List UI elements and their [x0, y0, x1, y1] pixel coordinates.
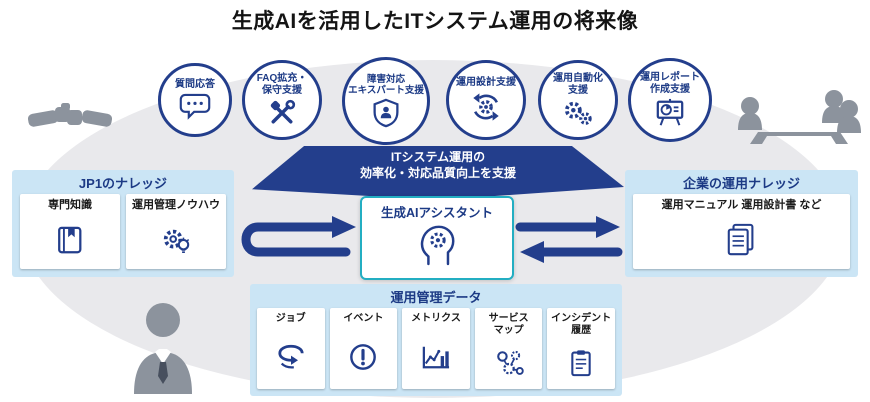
- company-knowledge-title: 企業の運用ナレッジ: [682, 176, 800, 191]
- exclamation-icon: [349, 325, 377, 390]
- card-label: サービス: [488, 313, 529, 324]
- person-icon: [130, 298, 196, 394]
- ai-assistant-label: 生成AIアシスタント: [380, 206, 493, 220]
- documents-icon: [723, 212, 761, 269]
- jp1-knowledge-panel: JP1のナレッジ 専門知識 運用管理ノウハウ: [12, 170, 234, 277]
- capability-question-answering: 質問応答: [158, 63, 232, 137]
- card-label: イベント: [343, 313, 384, 324]
- capability-label: エキスパート支援: [348, 85, 424, 96]
- jp1-knowledge-title: JP1のナレッジ: [78, 176, 168, 191]
- capability-label: 運用自動化: [553, 73, 603, 85]
- metrics-chart-icon: [420, 325, 452, 390]
- capability-design-support: 運用設計支援: [446, 60, 526, 140]
- capability-incident-expert: 障害対応 エキスパート支援: [342, 57, 430, 145]
- shield-person-icon: [372, 98, 400, 128]
- capability-label: 保守支援: [262, 85, 302, 96]
- operation-data-title: 運用管理データ: [390, 290, 482, 305]
- capability-label: 運用設計支援: [456, 77, 516, 89]
- operation-data-panel: 運用管理データ ジョブ イベント: [250, 284, 622, 396]
- card-label: 履歴: [571, 324, 592, 336]
- meeting-people-icon: [736, 86, 862, 156]
- crossed-tools-icon: [268, 99, 296, 127]
- gear-bulb-icon: [160, 212, 192, 269]
- speech-bubble-icon: [179, 92, 211, 121]
- capability-label: 質問応答: [175, 78, 215, 90]
- capability-label: 障害対応: [366, 73, 405, 85]
- capability-report-support: 運用レポート 作成支援: [628, 58, 712, 142]
- head-gear-icon: [416, 222, 458, 266]
- company-knowledge-panel: 企業の運用ナレッジ 運用マニュアル 運用設計書 など: [625, 170, 858, 277]
- card-label: メトリクス: [411, 313, 461, 324]
- capability-label: 支援: [568, 85, 588, 96]
- capability-label: 作成支援: [650, 84, 690, 95]
- card-label: 専門知識: [48, 199, 92, 211]
- ai-assistant-box: 生成AIアシスタント: [360, 196, 514, 280]
- card-metrics: メトリクス: [402, 308, 470, 389]
- handshake-icon: [27, 92, 113, 144]
- card-job: ジョブ: [257, 308, 325, 389]
- card-label: ジョブ: [275, 313, 306, 324]
- card-incident-history: インシデント 履歴: [547, 308, 615, 389]
- card-expert-knowledge: 専門知識: [20, 194, 120, 269]
- card-label: 運用管理ノウハウ: [132, 199, 220, 211]
- card-manuals: 運用マニュアル 運用設計書 など: [633, 194, 850, 269]
- card-label: インシデント: [551, 313, 612, 324]
- card-label: マップ: [493, 324, 524, 336]
- page-title: 生成AIを活用したITシステム運用の将来像: [231, 10, 639, 33]
- incident-clipboard-icon: [568, 336, 594, 389]
- capability-faq-support: FAQ拡充・ 保守支援: [242, 60, 322, 140]
- banner-line2: 効率化・対応品質向上を支援: [359, 165, 516, 180]
- support-banner: ITシステム運用の 効率化・対応品質向上を支援: [252, 146, 624, 200]
- capability-automation: 運用自動化 支援: [538, 60, 618, 140]
- card-service-map: サービス マップ: [474, 308, 543, 389]
- report-board-icon: [654, 98, 686, 128]
- card-event: イベント: [329, 308, 398, 390]
- book-icon: [55, 212, 85, 269]
- card-label: 運用マニュアル 運用設計書 など: [661, 199, 822, 211]
- job-cycle-icon: [274, 325, 308, 390]
- service-map-icon: [493, 336, 525, 389]
- capability-label: 運用レポート: [640, 72, 700, 84]
- capability-label: FAQ拡充・: [256, 73, 308, 85]
- cycle-gear-icon: [470, 91, 502, 123]
- banner-line1: ITシステム運用の: [390, 150, 486, 164]
- double-gear-icon: [562, 99, 594, 127]
- card-operation-knowhow: 運用管理ノウハウ: [126, 194, 226, 269]
